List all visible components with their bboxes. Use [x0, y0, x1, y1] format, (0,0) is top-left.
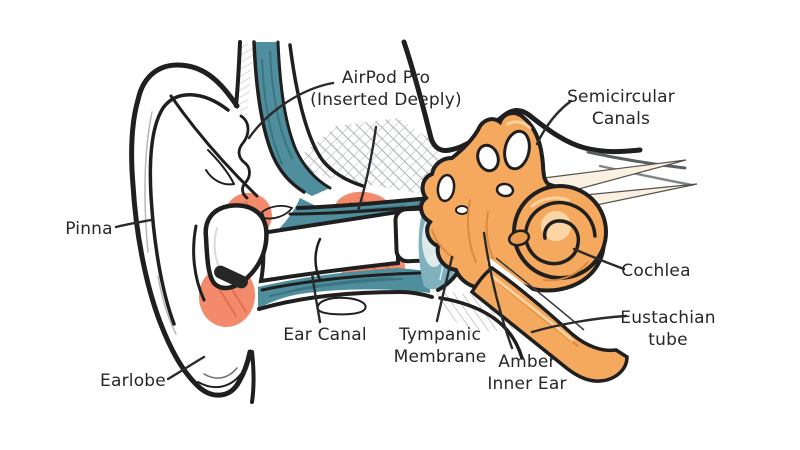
leader-lines: [114, 81, 628, 381]
tragus: [237, 114, 251, 200]
airpod-barrel: [258, 209, 400, 284]
cochlea-spiral: [524, 200, 597, 266]
leader-ear-canal: [310, 271, 322, 324]
label-semicircular-canals: Semicircular Canals: [567, 87, 675, 129]
leader-amber: [482, 231, 514, 350]
label-airpod-pro-line2: (Inserted Deeply): [310, 90, 462, 110]
oval-window: [507, 229, 531, 247]
leader-cochlea: [572, 247, 626, 271]
inner-ear: [419, 111, 698, 383]
airpod-pro: [203, 203, 433, 291]
inner-helix: [148, 93, 230, 326]
label-pinna: Pinna: [65, 219, 113, 239]
airpod-seam: [314, 237, 322, 282]
leader-earlobe: [166, 355, 206, 381]
ossicles: [436, 173, 469, 215]
label-airpod-pro-line1: AirPod Pro: [341, 68, 431, 88]
label-ear-canal: Ear Canal: [283, 325, 367, 345]
semicircular-canals: [476, 129, 531, 198]
leader-semicircular: [535, 99, 573, 146]
label-airpod-pro: AirPod Pro (Inserted Deeply): [310, 67, 462, 111]
label-cochlea: Cochlea: [621, 261, 691, 281]
leader-tympanic: [435, 255, 454, 323]
leader-airpod-down: [356, 125, 378, 213]
helix: [129, 62, 253, 398]
leader-pinna: [114, 218, 153, 229]
pinna-outline: [129, 62, 259, 404]
leader-airpod-left: [247, 81, 335, 140]
airpod-sensor: [214, 265, 248, 289]
label-tympanic-membrane: Tympanic Membrane: [393, 325, 487, 367]
leader-eustachian: [530, 314, 628, 334]
antihelix: [169, 94, 259, 198]
label-amber-inner-ear: Amber Inner Ear: [487, 352, 567, 394]
label-eustachian-tube: Eustachian tube: [620, 308, 716, 350]
label-earlobe: Earlobe: [100, 371, 166, 391]
